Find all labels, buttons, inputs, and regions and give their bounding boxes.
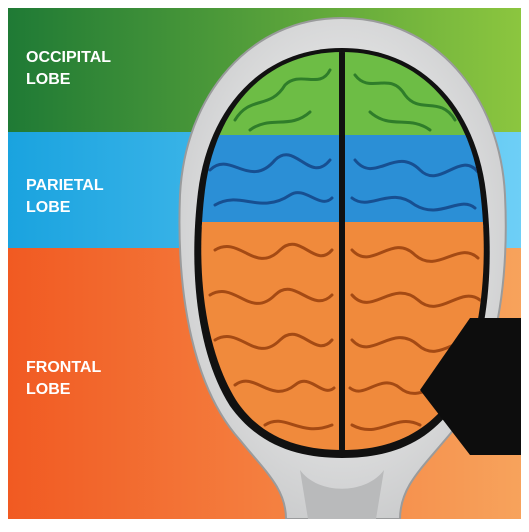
parietal-label-line2: LOBE — [26, 199, 71, 216]
frontal-label-line2: LOBE — [26, 381, 71, 398]
occipital-label-line1: OCCIPITAL — [26, 49, 111, 66]
occipital-label-line2: LOBE — [26, 71, 71, 88]
frontal-label-line1: FRONTAL — [26, 359, 101, 376]
parietal-label-line1: PARIETAL — [26, 177, 104, 194]
